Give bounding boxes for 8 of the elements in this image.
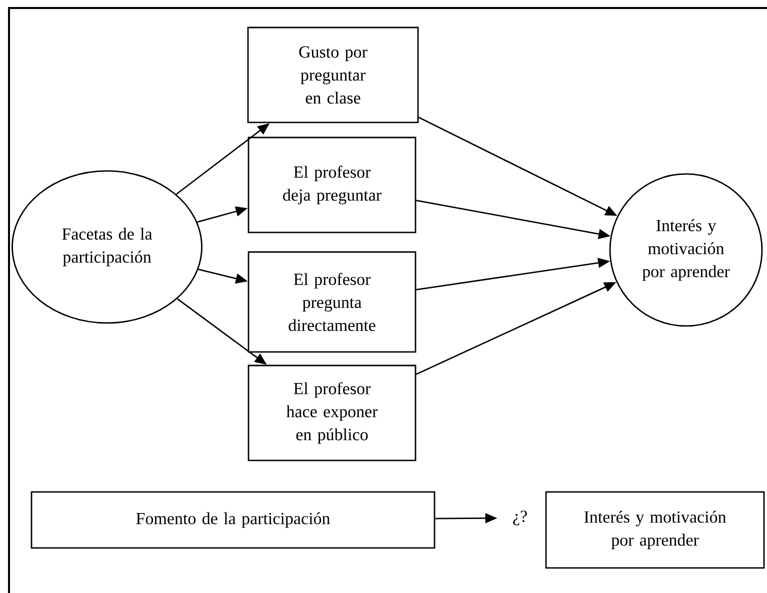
process-box: Gusto por preguntar en clase	[247, 26, 419, 124]
question-mark-label: ¿?	[513, 510, 527, 526]
ellipse-node: Facetas de la participación	[12, 170, 202, 324]
process-box: Interés y motivación por aprender	[545, 491, 765, 569]
process-box: El profesor pregunta directamente	[248, 251, 416, 353]
process-box: El profesor hace exponer en público	[248, 364, 416, 462]
process-box: El profesor deja preguntar	[248, 136, 416, 234]
process-box: Fomento de la participación	[30, 491, 436, 549]
